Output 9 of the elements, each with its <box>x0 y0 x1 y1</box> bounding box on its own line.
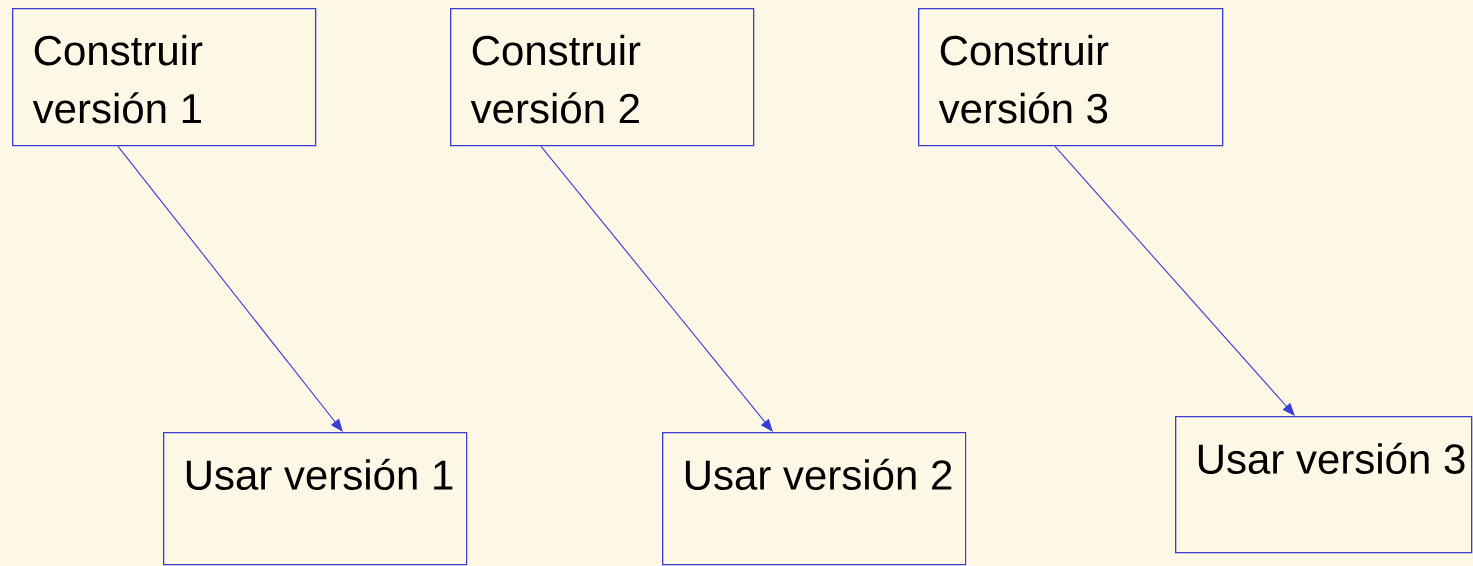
text-box: Construir versión 1 <box>12 8 317 147</box>
arrow <box>117 145 343 432</box>
text-box: Construir versión 2 <box>450 8 755 147</box>
arrow <box>1054 145 1295 416</box>
text-box: Usar versión 2 <box>662 432 967 566</box>
text-box: Construir versión 3 <box>918 8 1224 147</box>
text-box: Usar versión 1 <box>163 432 468 566</box>
arrow <box>540 145 773 432</box>
text-box: Usar versión 3 <box>1175 416 1473 554</box>
